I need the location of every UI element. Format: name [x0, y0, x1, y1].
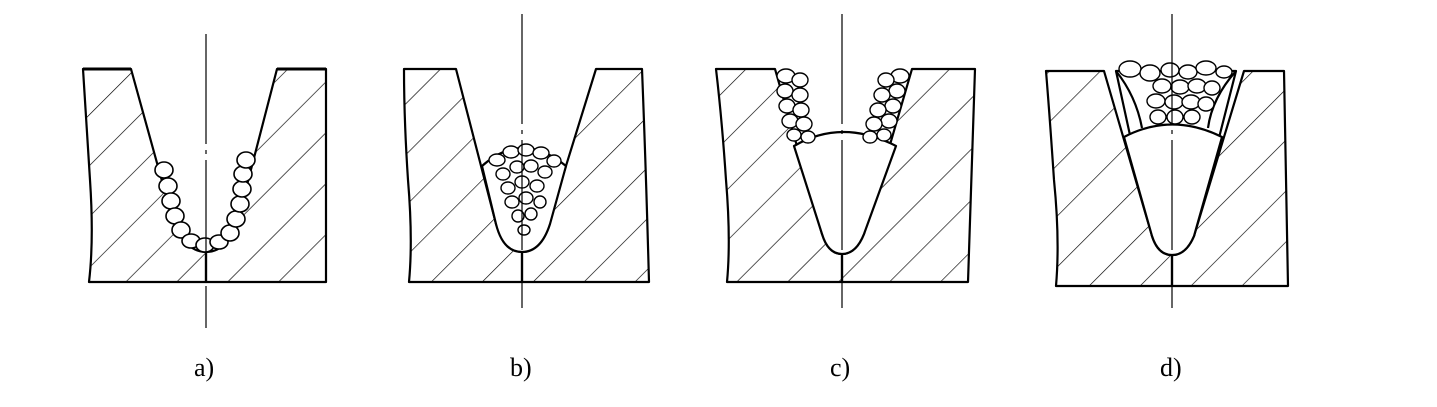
panel-c: c) — [714, 14, 977, 382]
caption-b: b) — [510, 353, 532, 382]
root-weld-c — [792, 131, 898, 256]
plate-right-a — [204, 67, 328, 284]
cover-left-d — [1115, 70, 1144, 129]
caption-a: a) — [194, 353, 214, 382]
workpiece-c — [714, 67, 977, 284]
panel-a: a) — [81, 34, 328, 382]
weld-beads-a — [154, 151, 256, 253]
plate-left-a — [81, 67, 208, 284]
caption-d: d) — [1160, 353, 1182, 382]
workpiece-b — [402, 67, 651, 284]
weld-beads-c — [776, 68, 910, 144]
weld-beads-d — [1118, 60, 1233, 125]
panel-b: b) — [402, 14, 651, 382]
panel-d: d) — [1044, 14, 1290, 382]
cover-right-d — [1206, 70, 1237, 129]
root-weld-d — [1122, 123, 1224, 257]
weld-beads-b — [488, 143, 562, 236]
workpiece-d — [1044, 69, 1290, 288]
caption-c: c) — [830, 353, 850, 382]
